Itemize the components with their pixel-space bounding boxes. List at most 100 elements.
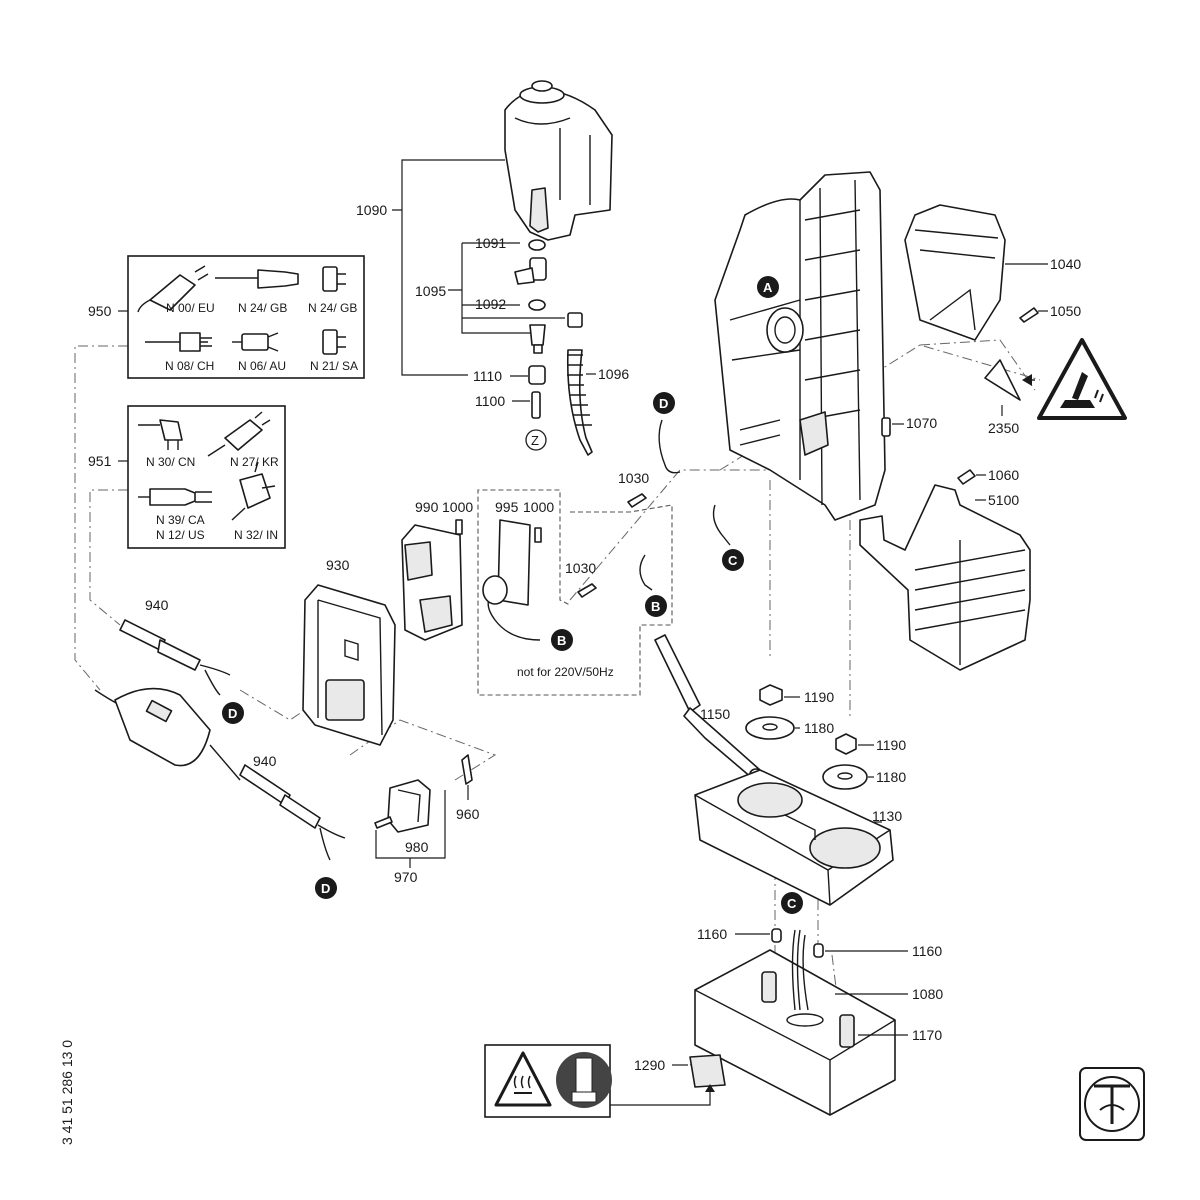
screw-1030-upper (627, 493, 647, 508)
screw-1000-left (455, 519, 463, 535)
marker-d-left: D (222, 702, 244, 724)
svg-text:Z: Z (531, 433, 539, 448)
coolant-tank (504, 80, 613, 241)
screw-1070 (881, 417, 891, 437)
screw-1060 (957, 469, 976, 485)
hot-surface-warning-box (484, 1044, 612, 1118)
part-label-1190-lower: 1190 (876, 737, 906, 753)
part-label-995: 995 (495, 499, 519, 515)
part-label-1160-left: 1160 (697, 926, 727, 942)
part-label-1190-upper: 1190 (804, 689, 834, 705)
plug-eu-icon (137, 265, 209, 313)
warning-triangle-icon (1037, 338, 1127, 420)
plug-kr-icon (207, 411, 271, 457)
plug-us-icon (138, 488, 212, 506)
switch-rocker-980 (387, 779, 431, 833)
plug-ch-icon (145, 332, 212, 352)
part-label-970: 970 (394, 869, 418, 885)
part-label-1095: 1095 (415, 283, 446, 299)
plug-box-951: N 30/ CN N 27/ KR N 39/ CA N 12/ US N 32… (127, 405, 286, 549)
base-plate-1130 (694, 769, 894, 906)
o-ring-1091 (528, 239, 546, 251)
voltage-note: not for 220V/50Hz (517, 665, 614, 679)
part-label-1180-upper: 1180 (804, 720, 834, 736)
part-label-1290: 1290 (634, 1057, 665, 1073)
plug-label-gb: N 24/ GB (308, 301, 357, 315)
clip-960 (461, 754, 473, 785)
pin-1100 (531, 391, 541, 419)
screw-1050 (1019, 307, 1039, 323)
part-label-1096: 1096 (598, 366, 629, 382)
marker-c-top: C (722, 549, 744, 571)
marker-a: A (757, 276, 779, 298)
nut-1190-upper (759, 684, 783, 706)
part-label-990: 990 (415, 499, 439, 515)
document-number: 3 41 51 286 13 0 (59, 1040, 75, 1145)
part-label-1030-upper: 1030 (618, 470, 649, 486)
switch-housing-930 (302, 584, 396, 746)
svg-text:D: D (321, 881, 330, 896)
marker-b-right: B (645, 595, 667, 617)
part-label-1100: 1100 (475, 393, 505, 409)
part-label-2350: 2350 (988, 420, 1019, 436)
svg-text:C: C (728, 553, 738, 568)
part-label-1060: 1060 (988, 467, 1019, 483)
pcb-995 (482, 519, 541, 641)
part-label-951: 951 (88, 453, 112, 469)
part-label-1030-lower: 1030 (565, 560, 596, 576)
pin-1160-right (813, 943, 824, 958)
part-label-940-lower: 940 (253, 753, 277, 769)
svg-text:B: B (557, 633, 566, 648)
nut-1110 (528, 365, 546, 385)
warning-sticker-2350 (984, 359, 1021, 401)
plug-label-sa: N 21/ SA (310, 359, 358, 373)
marker-d-top: D (653, 392, 675, 414)
marker-d-bottom: D (315, 877, 337, 899)
motor-cover-1040 (904, 204, 1006, 341)
marker-z: Z (525, 429, 547, 451)
plug-label-us: N 12/ US (156, 528, 205, 542)
part-label-950: 950 (88, 303, 112, 319)
plug-box-950: N 00/ EU N 24/ GB N 24/ GB N 08/ CH N 06… (127, 255, 365, 379)
guard-cage-5100 (859, 484, 1031, 671)
plug-label-cn: N 30/ CN (146, 455, 195, 469)
part-label-930: 930 (326, 557, 350, 573)
part-label-1050: 1050 (1050, 303, 1081, 319)
arrow-icon (1022, 374, 1032, 386)
svg-text:D: D (659, 396, 668, 411)
o-ring-1092 (528, 299, 546, 311)
part-label-1110: 1110 (473, 368, 502, 384)
plug-label-gb-cord: N 24/ GB (238, 301, 287, 315)
part-label-1180-lower: 1180 (876, 769, 906, 785)
plug-gb-icon (322, 266, 346, 292)
power-cord-940 (94, 687, 346, 861)
plug-sa-icon (322, 329, 346, 355)
part-label-1090: 1090 (356, 202, 387, 218)
part-label-1130: 1130 (872, 808, 902, 824)
plug-cn-icon (138, 419, 183, 450)
plug-au-icon (232, 332, 279, 352)
plug-label-in: N 32/ IN (234, 528, 278, 542)
svg-text:D: D (228, 706, 237, 721)
plug-in-icon (231, 461, 276, 521)
cable-940-upper (119, 619, 231, 696)
marker-c-bottom: C (781, 892, 803, 914)
sticker-1290 (689, 1054, 726, 1088)
svg-text:C: C (787, 896, 797, 911)
part-label-940-upper: 940 (145, 597, 169, 613)
part-label-1000-left: 1000 (442, 499, 473, 515)
part-label-1170: 1170 (912, 1027, 942, 1043)
part-label-960: 960 (456, 806, 480, 822)
plug-label-kr: N 27/ KR (230, 455, 279, 469)
cable-d (658, 419, 681, 474)
marker-b-left: B (551, 629, 573, 651)
nozzle-fitting (529, 324, 546, 354)
svg-text:B: B (651, 599, 660, 614)
pin-1160-left (771, 928, 782, 943)
cable-b (639, 554, 653, 591)
part-label-1080: 1080 (912, 986, 943, 1002)
cable-c (712, 504, 731, 546)
washer-1180-lower (822, 764, 868, 790)
flexible-hose-1096 (566, 312, 593, 456)
